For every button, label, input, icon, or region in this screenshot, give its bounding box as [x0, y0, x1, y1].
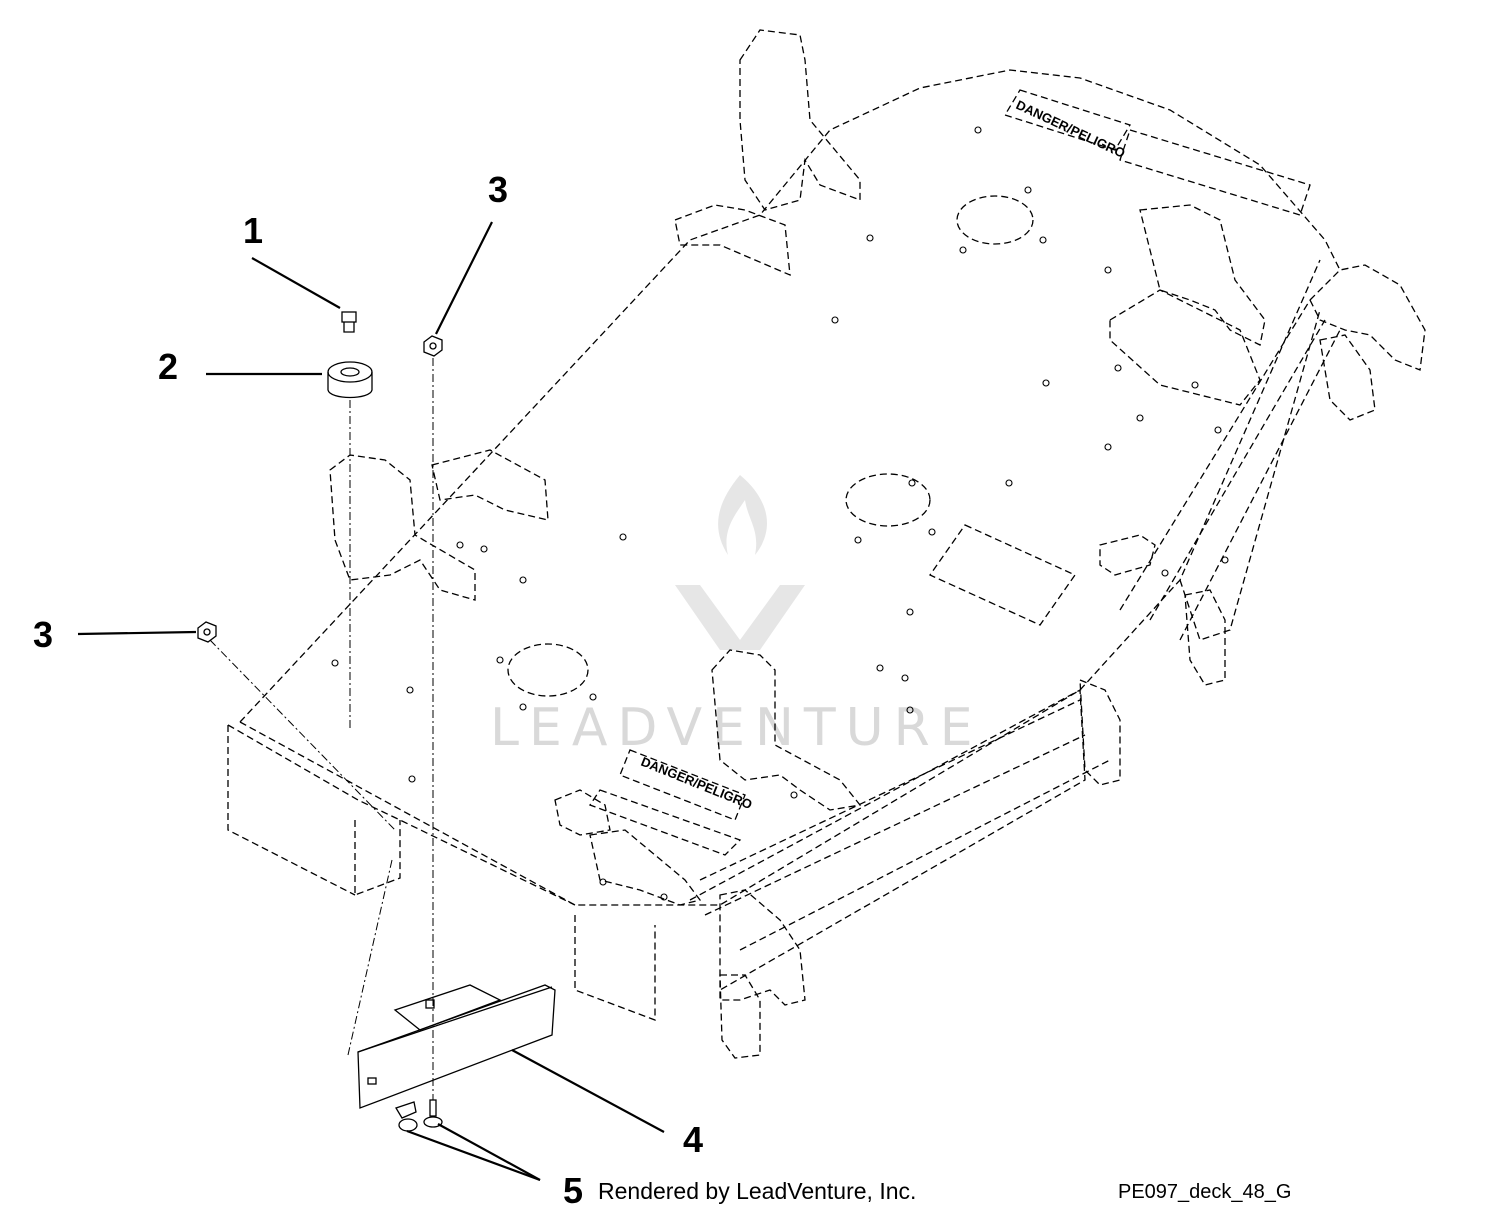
diagram-code: PE097_deck_48_G [1118, 1181, 1292, 1203]
callout-2: 2 [158, 346, 178, 387]
callout-3-upper: 3 [488, 169, 508, 210]
callout-3-left: 3 [33, 614, 53, 655]
exploded-parts [197, 311, 556, 1132]
callout-5: 5 [563, 1170, 583, 1211]
bushing-part [327, 361, 373, 399]
nut-part-left [197, 621, 217, 643]
callout-4: 4 [683, 1119, 703, 1160]
leadventure-watermark: LEADVENTURE [490, 475, 983, 758]
nut-part-upper [423, 335, 443, 357]
deck-holes [331, 126, 1229, 901]
callout-1: 1 [243, 210, 263, 251]
watermark-text: LEADVENTURE [490, 698, 983, 758]
screw-parts [395, 1099, 443, 1132]
render-credit: Rendered by LeadVenture, Inc. [598, 1178, 917, 1204]
deflector-part [357, 984, 556, 1109]
bolt-part [341, 311, 357, 333]
front-decal-text: DANGER/PELIGRO [639, 754, 754, 812]
callout-leaders [77, 221, 665, 1182]
callout-labels: 1 2 3 3 4 5 [33, 169, 703, 1211]
rear-decal-text: DANGER/PELIGRO [1014, 97, 1128, 161]
mower-deck: DANGER/PELIGRO DANGER/PELIGRO [227, 29, 1426, 1059]
